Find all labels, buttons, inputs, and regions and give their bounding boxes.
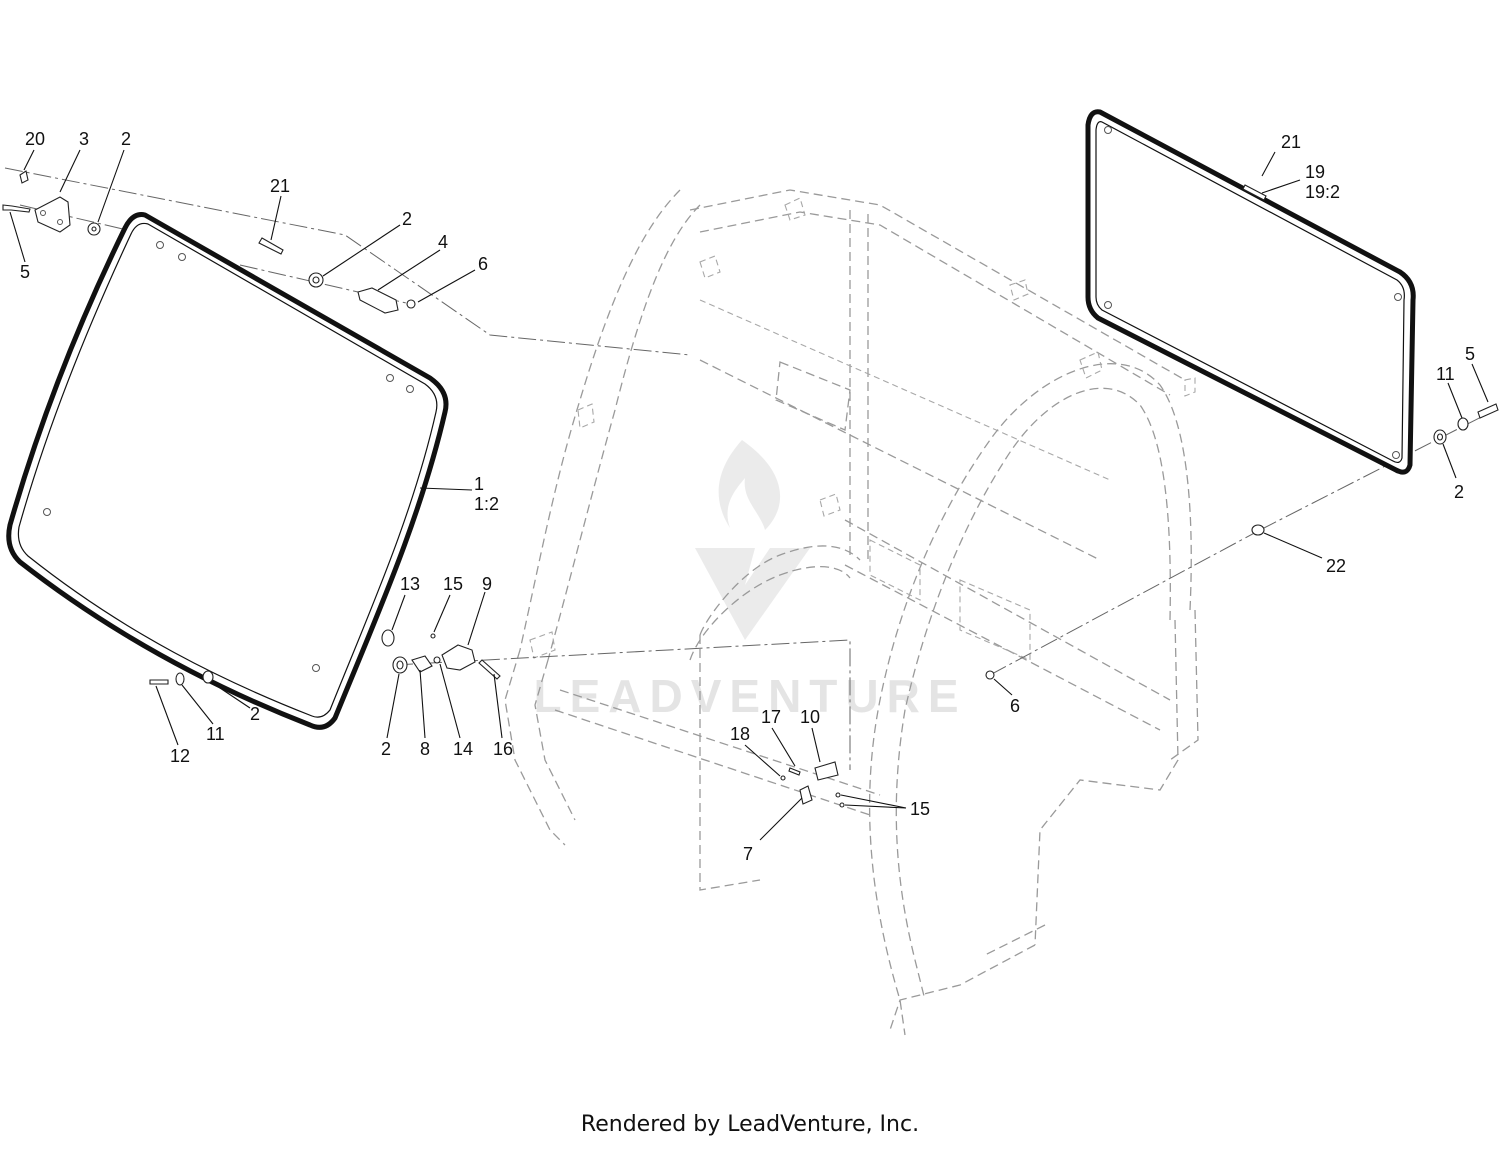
callout-12: 12 [170, 746, 190, 766]
part-10-bracket [814, 761, 839, 781]
callout-8: 8 [420, 739, 430, 759]
callout-9: 9 [482, 574, 492, 594]
rear-window-glass [1085, 109, 1416, 475]
flame-logo-icon [718, 440, 781, 530]
callout-1: 1 [474, 474, 484, 494]
part-14-washer [433, 656, 441, 664]
part-8-latch-plate [411, 655, 433, 673]
part-13-knob [381, 629, 395, 647]
part-12-bolt [149, 679, 169, 685]
part-11-washer-left [175, 672, 185, 686]
callout-5: 5 [1465, 344, 1475, 364]
callout-2: 2 [121, 129, 131, 149]
part-3-bracket [34, 196, 71, 233]
part-4-strap [357, 287, 399, 314]
callout-20: 20 [25, 129, 45, 149]
part-21-pin-right [1242, 184, 1267, 201]
callout-13: 13 [400, 574, 420, 594]
callout-17: 17 [761, 707, 781, 727]
part-5-bolt-right [1477, 403, 1499, 419]
hardware-parts [2, 170, 1499, 808]
callout-2: 2 [1454, 482, 1464, 502]
part-6-nut-right [985, 670, 995, 680]
callout-2: 2 [402, 209, 412, 229]
callout-15: 15 [443, 574, 463, 594]
part-9-latch [441, 644, 476, 671]
callout-6: 6 [478, 254, 488, 274]
v-logo-icon [695, 548, 810, 640]
callout-18: 18 [730, 724, 750, 744]
part-18-nut [780, 775, 786, 781]
callout-6: 6 [1010, 696, 1020, 716]
callout-14: 14 [453, 739, 473, 759]
callout-19-2: 19:2 [1305, 182, 1340, 202]
callout-15: 15 [910, 799, 930, 819]
leadventure-watermark: LEADVENTURE [533, 440, 966, 722]
front-windshield-glass [6, 212, 449, 730]
callout-11: 11 [206, 724, 225, 744]
callout-7: 7 [743, 844, 753, 864]
part-17-screw [788, 767, 801, 776]
callout-21: 21 [270, 176, 290, 196]
callout-5: 5 [20, 262, 30, 282]
callout-16: 16 [493, 739, 513, 759]
callout-19: 19 [1305, 162, 1325, 182]
part-22-washer [1251, 524, 1265, 536]
callout-3: 3 [79, 129, 89, 149]
callout-22: 22 [1326, 556, 1346, 576]
callout-4: 4 [438, 232, 448, 252]
part-5-bolt-left [2, 204, 31, 213]
part-6-nut-top [406, 299, 416, 309]
watermark-text: LEADVENTURE [533, 670, 966, 722]
part-7-strap [799, 785, 813, 805]
part-11-washer-right [1457, 417, 1469, 431]
part-2-washer-lower-left [202, 670, 214, 684]
footer-credit: Rendered by LeadVenture, Inc. [580, 1112, 920, 1137]
part-16-pin [478, 659, 501, 680]
callout-2: 2 [250, 704, 260, 724]
callout-2: 2 [381, 739, 391, 759]
callout-10: 10 [800, 707, 820, 727]
cab-frame [504, 189, 1199, 1036]
callout-1-2: 1:2 [474, 494, 499, 514]
part-15-screw-top [430, 633, 436, 639]
part-20-nut [19, 170, 29, 184]
part-21-pin-left [258, 237, 284, 255]
part-15-screw-lower-a [835, 792, 841, 798]
callout-21: 21 [1281, 132, 1301, 152]
leader-lines [9, 149, 1489, 841]
callout-11: 11 [1436, 364, 1455, 384]
callout-labels: 20 3 2 5 21 2 4 6 1 1:2 13 15 9 2 11 12 … [20, 129, 1475, 864]
part-15-screw-lower-b [839, 802, 845, 808]
